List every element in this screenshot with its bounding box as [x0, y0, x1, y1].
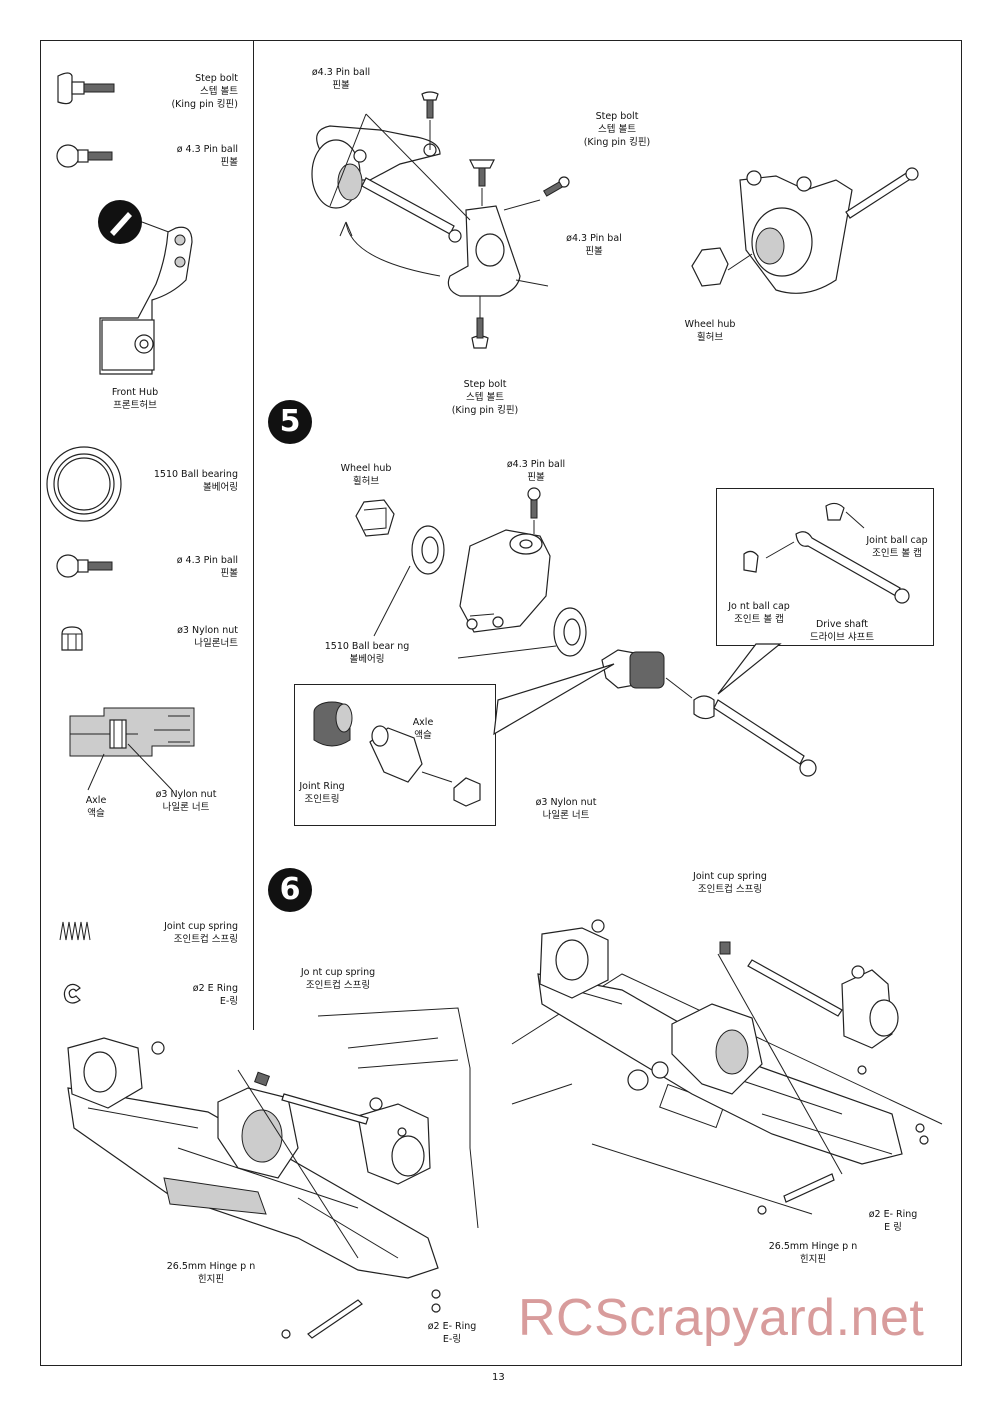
front-suspension-right-drawing — [511, 919, 943, 1215]
axle-detail-icon — [69, 707, 195, 791]
sidebar-divider — [253, 40, 254, 1030]
spring-icon — [59, 921, 91, 941]
e-ring-icon — [63, 983, 81, 1004]
front-hub-icon — [98, 200, 193, 375]
hub-bearing-exploded-drawing — [355, 487, 587, 659]
pin-ball-icon — [56, 144, 113, 168]
step-number-5: 5 — [268, 400, 312, 444]
joint-ball-cap-drawing — [743, 502, 910, 604]
page-number: 13 — [492, 1372, 505, 1383]
step-number-6: 6 — [268, 868, 312, 912]
axle-driveshaft-drawing — [601, 649, 817, 777]
steering-knuckle-exploded-drawing — [311, 91, 570, 349]
callout-pointer-left — [493, 663, 615, 736]
page-frame — [40, 40, 962, 1366]
watermark: RCScrapyard.net — [518, 1289, 925, 1347]
nylon-nut-icon — [61, 626, 83, 651]
axle-joint-ring-drawing — [313, 701, 481, 807]
callout-pointer-right — [717, 643, 782, 695]
ball-bearing-icon — [46, 446, 122, 522]
pin-ball-icon — [56, 554, 113, 578]
front-suspension-left-drawing — [67, 1007, 479, 1339]
assembled-knuckle-drawing — [691, 167, 919, 294]
step-bolt-icon — [57, 72, 115, 105]
